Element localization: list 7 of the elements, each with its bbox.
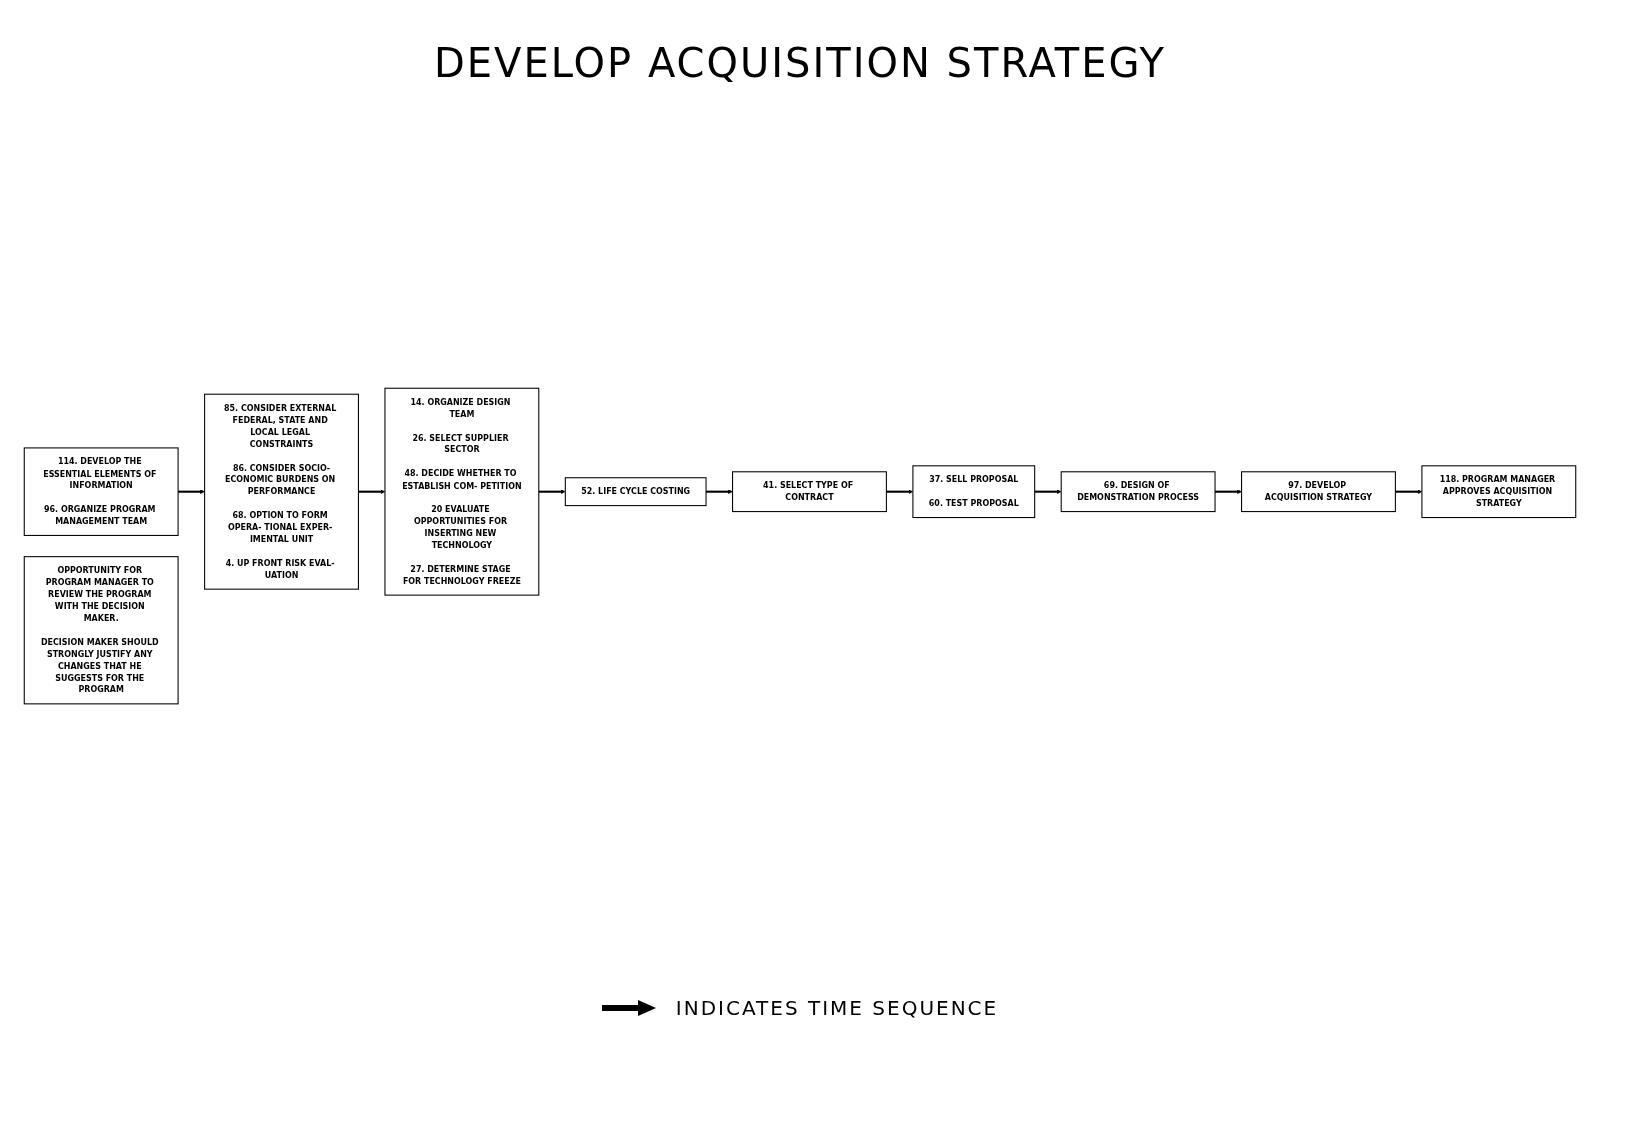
legend-text: INDICATES TIME SEQUENCE [675,996,999,1020]
arrow [706,489,733,494]
diagram-title: DEVELOP ACQUISITION STRATEGY [434,40,1166,86]
arrow [178,489,205,494]
arrow [1215,489,1242,494]
arrow [538,489,566,494]
arrow [1034,489,1062,494]
